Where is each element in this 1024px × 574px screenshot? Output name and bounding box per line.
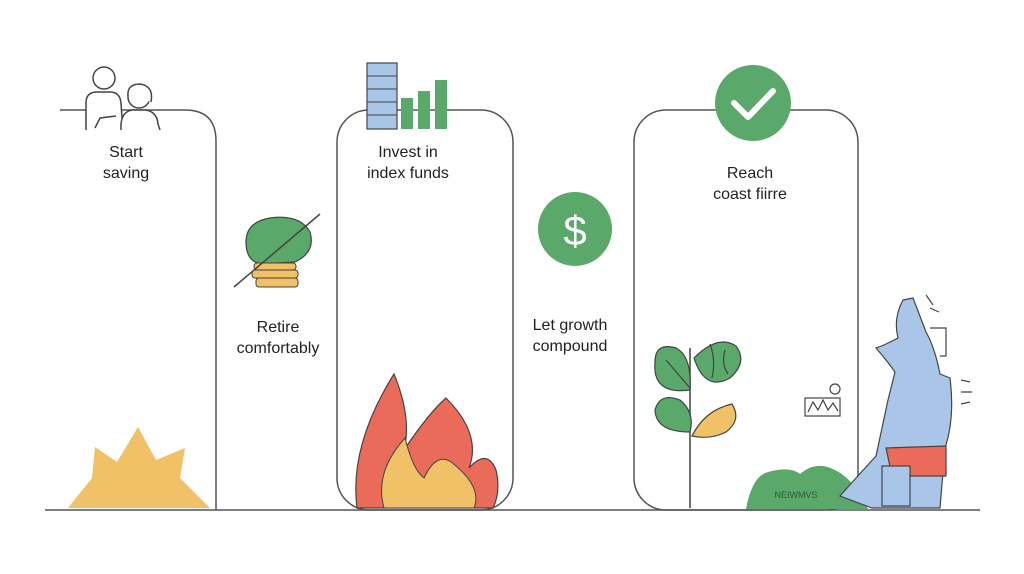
mini-chart-icon	[804, 383, 841, 417]
dollar-symbol: $	[563, 207, 586, 254]
green-mound	[746, 465, 868, 509]
sunburst-icon	[68, 427, 210, 508]
step-start-saving-label: Start saving	[76, 142, 176, 184]
step-retire-line2: comfortably	[236, 340, 320, 357]
panel-outline-left	[60, 109, 217, 510]
step-start-saving-line2: saving	[102, 165, 150, 182]
step-growth-line2: compound	[532, 338, 608, 355]
step-start-saving-line1: Start	[109, 144, 143, 161]
step-coast-line1: Reach	[726, 165, 774, 182]
step-invest-label: Invest in index funds	[348, 142, 468, 184]
growth-arrow-icon	[233, 213, 321, 288]
dollar-circle-icon: $	[538, 192, 612, 266]
step-coast-line2: coast fiirre	[713, 186, 787, 203]
step-coast-label: Reach coast fiirre	[690, 163, 810, 205]
step-invest-line2: index funds	[367, 165, 449, 182]
plant-icon	[654, 341, 742, 508]
check-circle-icon	[715, 65, 791, 141]
mound-text: NEIWMVS	[774, 490, 817, 500]
step-growth-line1: Let growth	[532, 317, 608, 334]
bar-chart-icon	[366, 62, 447, 130]
relaxing-person-icon	[838, 294, 972, 509]
flame-icon	[355, 372, 499, 509]
step-growth-label: Let growth compound	[510, 315, 630, 357]
step-invest-line1: Invest in	[378, 144, 438, 161]
step-retire-line1: Retire	[256, 319, 300, 336]
couple-icon	[85, 66, 161, 131]
step-retire-label: Retire comfortably	[218, 317, 338, 359]
